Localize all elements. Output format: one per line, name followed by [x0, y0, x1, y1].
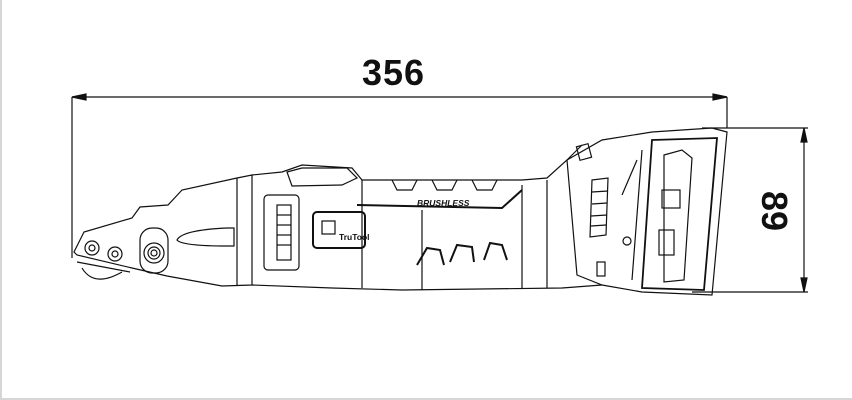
- arrow-right-icon: [712, 93, 728, 101]
- blade: [81, 267, 123, 280]
- arrow-down-icon: [800, 277, 808, 293]
- brushless-label: BRUSHLESS: [417, 198, 470, 208]
- battery-pack: [566, 127, 728, 296]
- brand-label: TruTool: [339, 232, 370, 242]
- arrow-left-icon: [71, 93, 87, 101]
- length-dimension-label: 356: [362, 52, 426, 93]
- brand-plate: [312, 211, 366, 249]
- height-dimension: [692, 127, 808, 293]
- height-dimension-label: 89: [754, 190, 796, 232]
- shear-head: [73, 174, 253, 287]
- motor-housing: TruTool BRUSHLESS: [251, 144, 603, 291]
- arrow-up-icon: [800, 127, 808, 143]
- length-dimension: [71, 93, 728, 258]
- top-switch: [286, 167, 359, 187]
